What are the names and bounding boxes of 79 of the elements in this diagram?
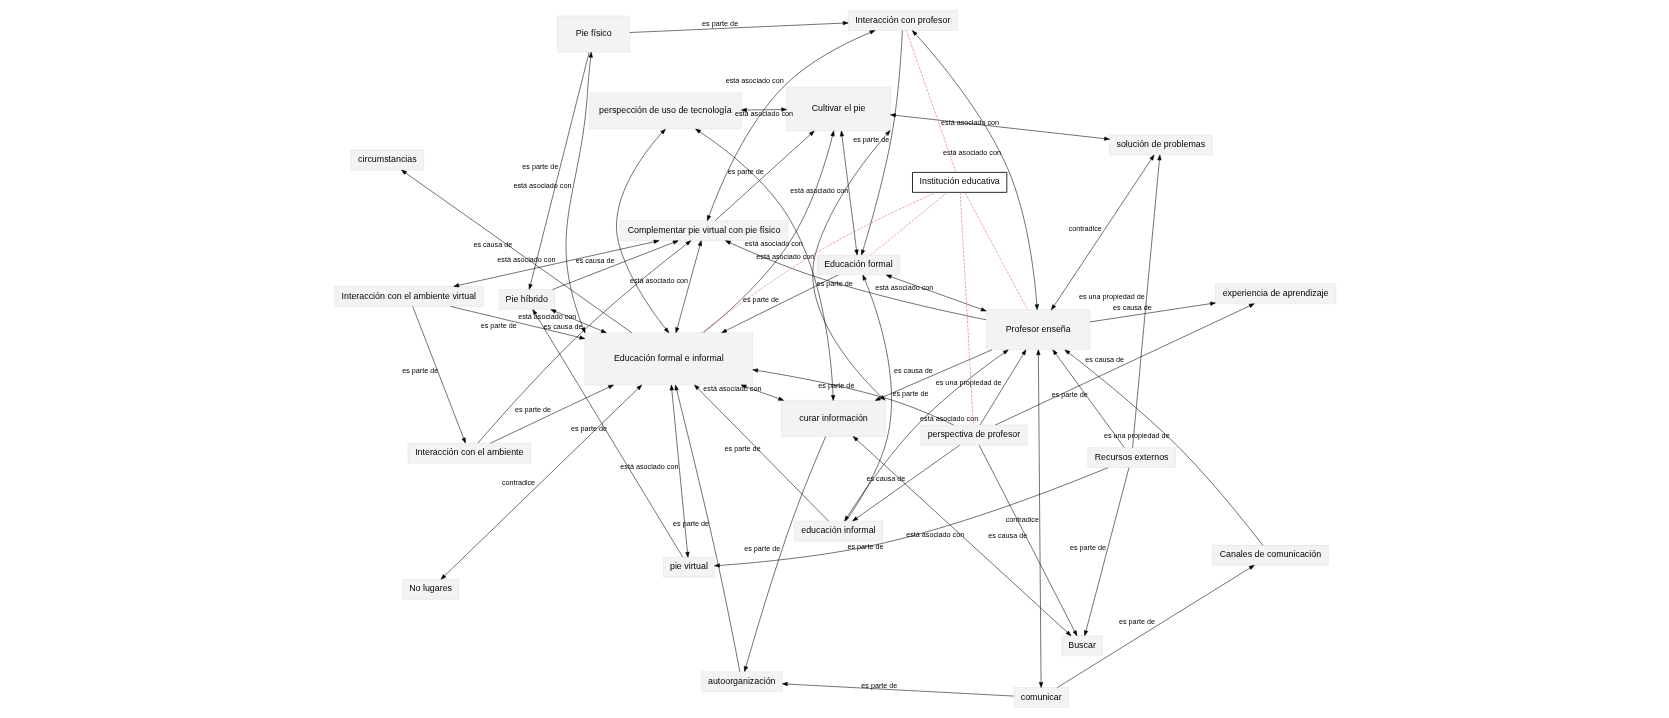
arrow [400, 169, 632, 334]
arrow [752, 368, 954, 426]
arrow [1083, 467, 1129, 636]
node-box: circumstancias [350, 149, 424, 171]
arrow [720, 274, 838, 333]
arrow [702, 130, 834, 333]
node-box: Pie híbrido [498, 289, 555, 310]
node-box: Educación formal [816, 254, 900, 276]
node-box: Profesor enseña [985, 309, 1090, 350]
node-box: autoorganización [700, 671, 782, 692]
arrow [489, 384, 614, 444]
arrow [812, 130, 890, 401]
arrow [694, 128, 835, 401]
arrow [978, 444, 1077, 637]
arrow [411, 306, 466, 444]
arrow [889, 113, 1110, 141]
arrow [740, 107, 787, 112]
arrow [440, 384, 642, 580]
arrow [674, 384, 740, 672]
arrow [629, 21, 848, 33]
arrow [1050, 154, 1154, 311]
arrow [453, 239, 659, 288]
node-box: educación informal [793, 520, 883, 542]
arrow [1064, 349, 1263, 546]
arrow [674, 240, 702, 334]
node-box: Interacción con el ambiente [407, 442, 531, 464]
arrow [852, 436, 1071, 636]
node-box: curar información [780, 400, 886, 437]
connector [870, 192, 947, 256]
node-box: Educación formal e informal [584, 332, 753, 386]
node-box: Institución educativa [911, 171, 1007, 193]
arrow [706, 30, 875, 221]
arrow [979, 349, 1026, 426]
arrow [1035, 349, 1043, 688]
arrow [449, 306, 585, 340]
arrow [528, 51, 589, 290]
connector [964, 192, 1028, 311]
arrow [845, 274, 892, 522]
node-box: experiencia de aprendizaje [1214, 283, 1336, 305]
arrow [851, 444, 960, 522]
node-box: comunicar [1013, 687, 1069, 708]
arrow [839, 130, 858, 256]
connector [700, 192, 937, 334]
node-box: pie virtual [662, 557, 715, 578]
arrow [1052, 349, 1125, 448]
arrow [860, 30, 903, 256]
arrow [1131, 154, 1161, 448]
arrow [885, 274, 986, 312]
connector [959, 192, 974, 426]
node-box: perspectiva de profesor [919, 424, 1027, 446]
arrow [994, 303, 1255, 426]
node-box: Buscar [1061, 635, 1103, 657]
arrow [669, 384, 689, 558]
arrow [743, 436, 826, 672]
node-box: Interacción con el ambiente virtual [333, 286, 484, 307]
node-box: Interacción con profesor [847, 10, 958, 31]
node-box: Recursos externos [1087, 447, 1176, 468]
arrow [565, 52, 593, 334]
arrow [724, 240, 987, 321]
arrow [713, 467, 1108, 568]
node-box: Pie físico [556, 15, 630, 53]
arrow [781, 682, 1014, 697]
connector [905, 30, 956, 173]
arrow [693, 384, 829, 522]
arrow [551, 240, 678, 290]
node-box: solución de problemas [1108, 134, 1212, 156]
arrow [874, 349, 992, 401]
arrow [477, 240, 691, 444]
node-box: No lugares [401, 579, 459, 600]
arrow [550, 309, 607, 334]
node-box: Complementar pie virtual con pie físico [619, 220, 788, 241]
arrow [843, 349, 1008, 522]
arrow [532, 309, 683, 558]
arrow [740, 384, 784, 401]
arrow [615, 128, 669, 334]
arrow [714, 130, 814, 221]
arrow [1056, 565, 1255, 688]
arrow [1089, 301, 1216, 323]
node-box: Canales de comunicación [1211, 545, 1329, 566]
